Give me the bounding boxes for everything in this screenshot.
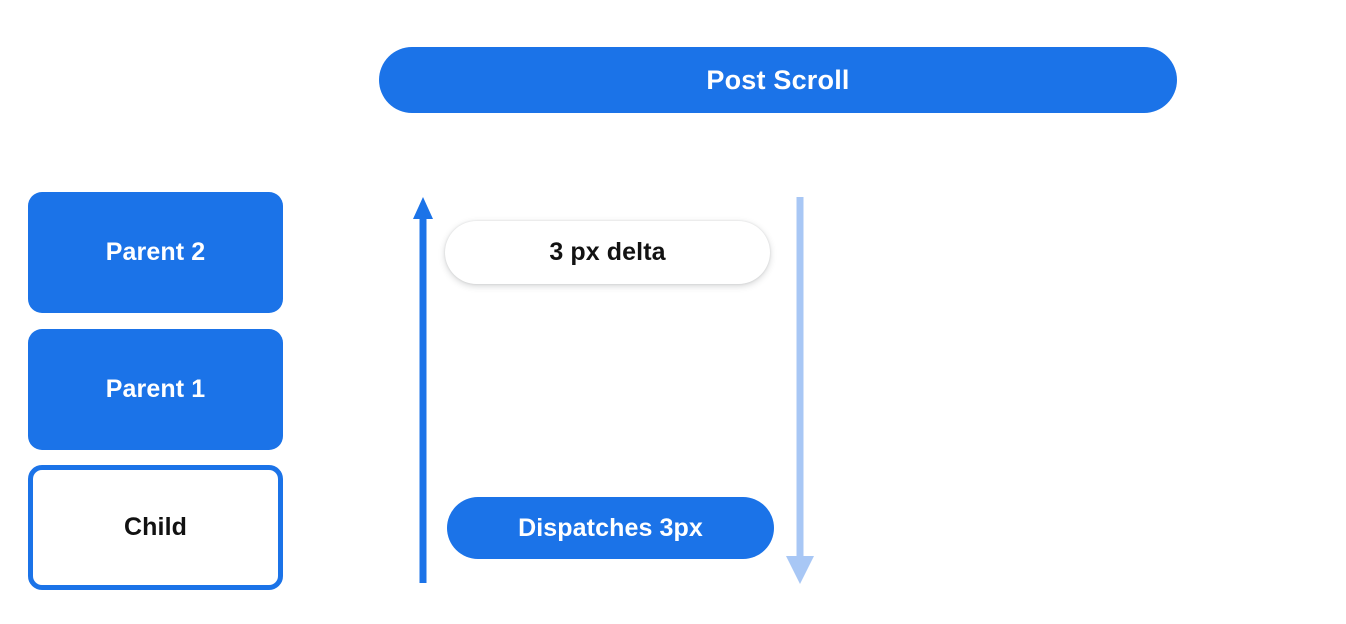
node-box-child-label: Child xyxy=(124,513,187,541)
delta-pill: 3 px delta xyxy=(445,221,770,284)
node-box-parent-1: Parent 1 xyxy=(28,329,283,450)
node-box-parent-2-label: Parent 2 xyxy=(105,238,206,266)
scroll-down-arrow xyxy=(786,197,814,584)
node-box-parent-2: Parent 2 xyxy=(28,192,283,313)
delta-pill-label: 3 px delta xyxy=(549,238,666,266)
node-box-parent-1-label: Parent 1 xyxy=(105,375,206,403)
post-scroll-banner-label: Post Scroll xyxy=(706,64,850,95)
post-scroll-banner: Post Scroll xyxy=(379,47,1177,113)
dispatches-pill: Dispatches 3px xyxy=(447,497,774,559)
node-box-child: Child xyxy=(28,465,283,590)
scroll-up-arrow xyxy=(413,197,433,583)
dispatches-pill-label: Dispatches 3px xyxy=(518,513,703,542)
